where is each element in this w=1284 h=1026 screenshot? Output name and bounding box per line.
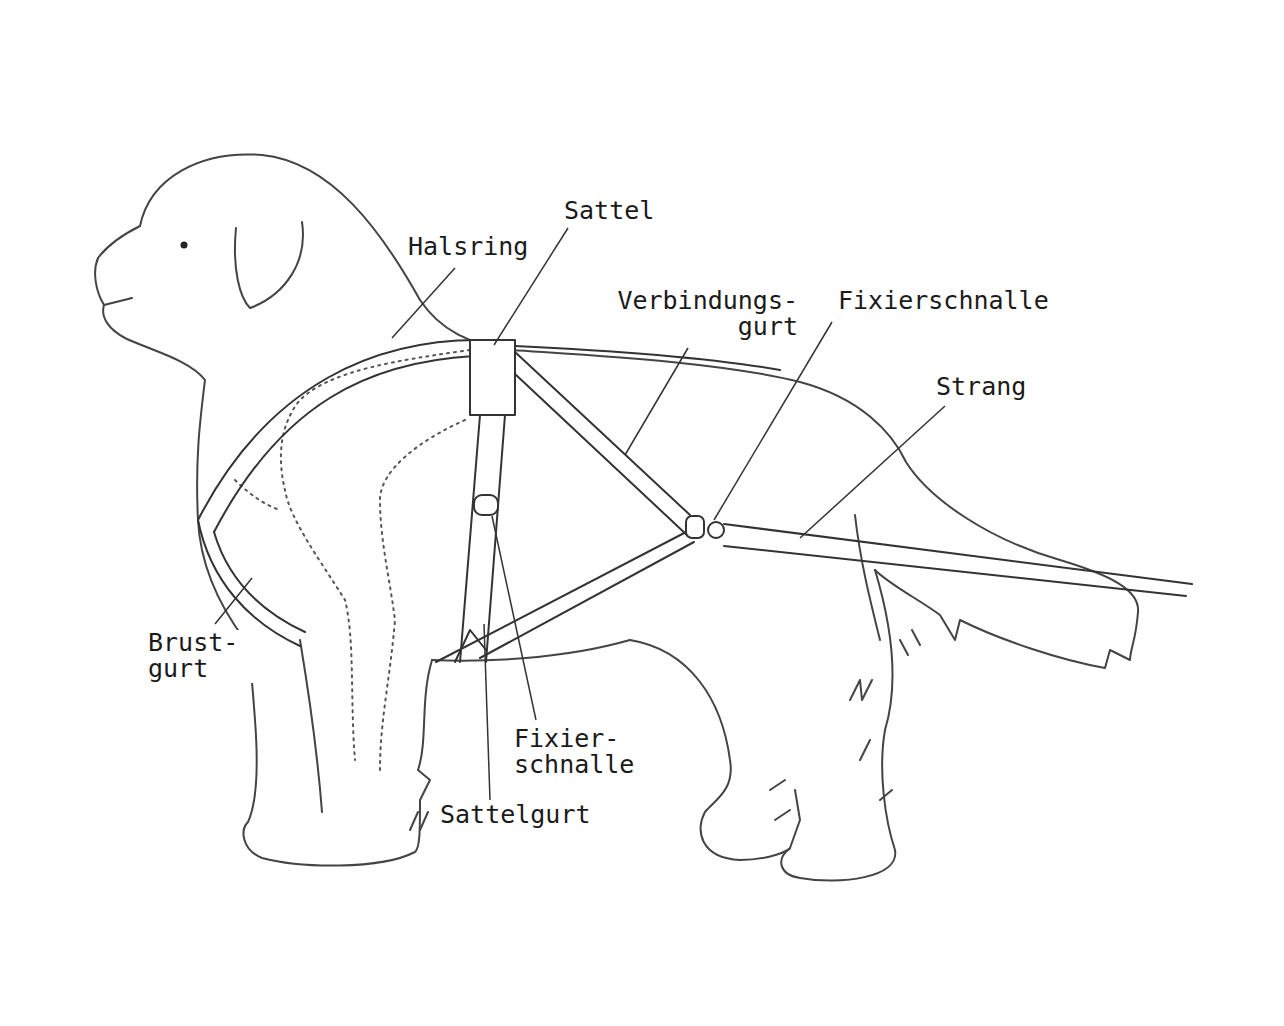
- part-label: Sattel: [562, 198, 656, 224]
- part-label: Strang: [934, 374, 1028, 400]
- part-label: Sattelgurt: [438, 802, 593, 828]
- part-label: Brust- gurt: [146, 630, 260, 683]
- part-label: Fixier- schnalle: [512, 726, 656, 779]
- part-label: Halsring: [406, 234, 530, 260]
- part-label: Fixierschnalle: [836, 288, 1051, 314]
- part-label: Verbindungs- gurt: [612, 288, 800, 341]
